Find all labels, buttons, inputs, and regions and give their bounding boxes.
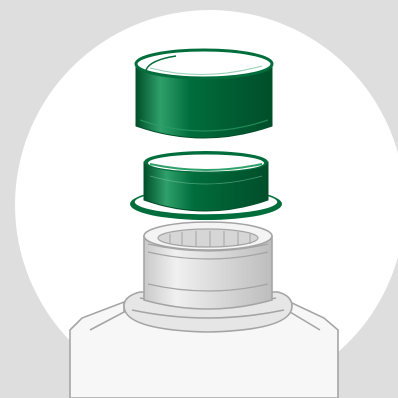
bottle-neck-icon xyxy=(124,222,292,332)
collar-ring-icon xyxy=(130,151,282,220)
cap-icon xyxy=(136,50,272,138)
